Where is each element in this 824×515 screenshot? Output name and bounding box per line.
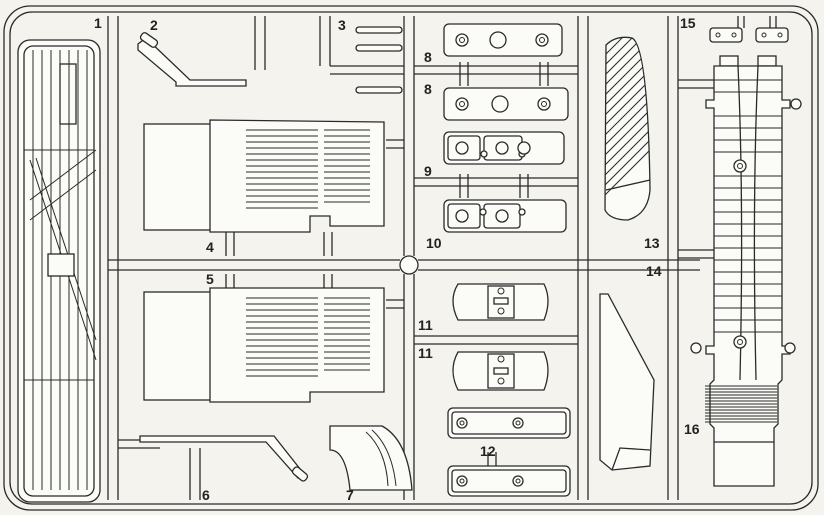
part-10-bracket [443,199,567,233]
part-4-panel [143,119,385,233]
label-part-7: 7 [346,487,354,503]
label-part-11-upper: 11 [418,317,433,333]
label-part-1: 1 [94,15,102,31]
part-13-shield [604,36,651,221]
part-1-grille [17,39,101,503]
label-part-2: 2 [150,17,158,33]
part-11-bumper-lower [452,351,549,391]
part-5-panel [143,287,385,403]
part-3-rods [355,26,403,94]
part-labels: 1 2 3 4 5 6 7 8 8 9 10 11 11 12 13 14 15… [94,15,700,503]
label-part-12: 12 [480,443,496,459]
part-9-bracket [443,131,565,165]
part-6-wiper [139,435,309,482]
part-15-tabs [709,27,789,43]
label-part-16: 16 [684,421,700,437]
part-2-wiper [137,32,247,87]
label-part-8-lower: 8 [424,81,432,97]
part-8-plate-upper [443,23,563,57]
label-part-11-lower: 11 [418,345,433,361]
label-part-14: 14 [646,263,662,279]
label-part-6: 6 [202,487,210,503]
part-11-bumper-upper [452,283,549,321]
part-16-hose [690,55,802,487]
label-part-5: 5 [206,271,214,287]
part-14-wedge [599,293,655,471]
label-part-10: 10 [426,235,442,251]
part-12-plate-lower [447,465,571,497]
label-part-3: 3 [338,17,346,33]
sprue-frame [3,5,819,511]
label-part-8-upper: 8 [424,49,432,65]
label-part-15: 15 [680,15,696,31]
part-8-plate-lower [443,87,569,121]
part-12-plate-upper [447,407,571,439]
label-part-13: 13 [644,235,660,251]
label-part-4: 4 [206,239,214,255]
label-part-9: 9 [424,163,432,179]
part-7-corner [329,425,413,491]
